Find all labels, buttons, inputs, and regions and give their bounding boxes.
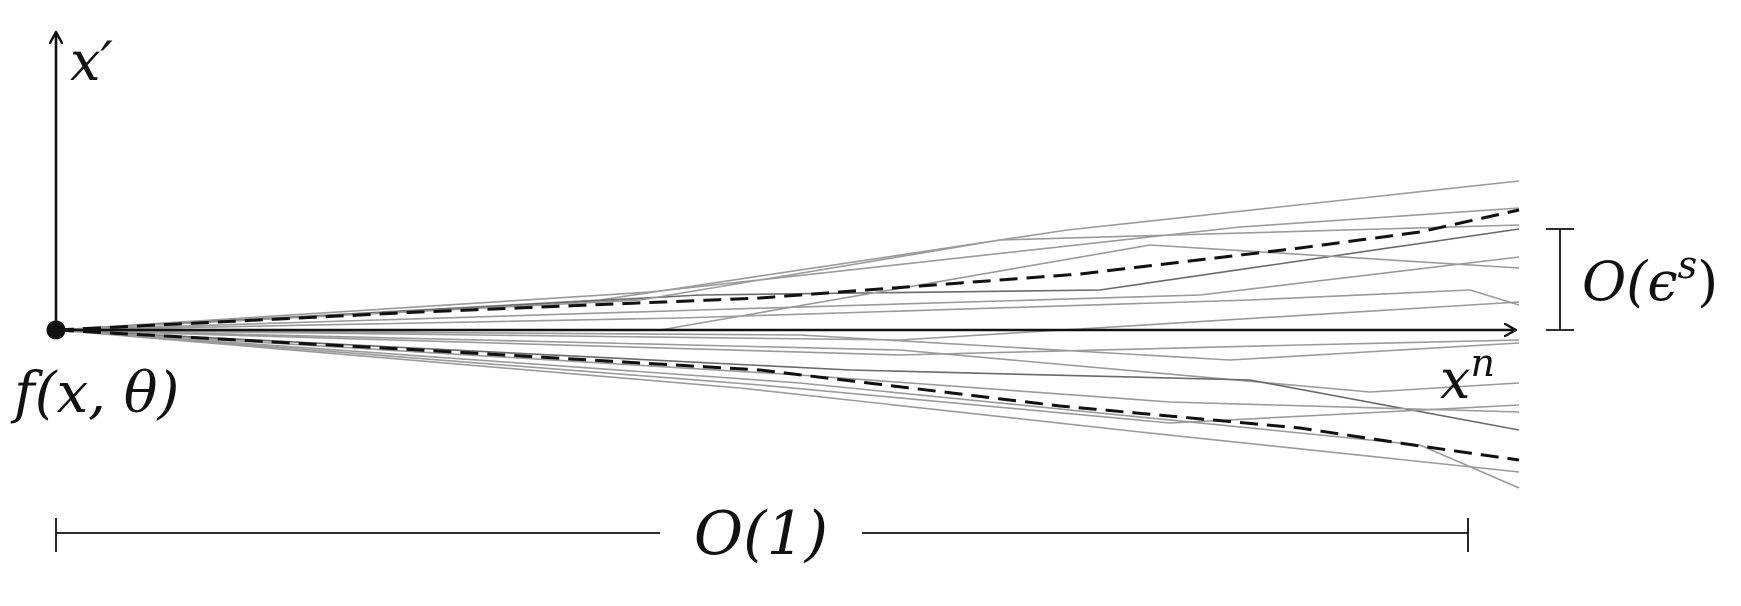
trajectory-line	[55, 207, 1520, 331]
trajectory-line	[55, 329, 1520, 431]
length-label: O(1)	[694, 499, 828, 569]
trajectory-line	[55, 329, 1520, 489]
trajectory-line	[55, 329, 1520, 473]
lower-envelope-dashed	[55, 328, 1520, 462]
trajectory-line	[55, 329, 1520, 413]
trajectory-line	[55, 329, 1520, 393]
origin-point	[46, 320, 66, 340]
trajectory-line	[55, 329, 1520, 361]
x-axis-label-base: x	[1440, 348, 1470, 411]
spread-label-base: O(ϵ	[1582, 250, 1678, 313]
trajectory-line	[55, 301, 1520, 341]
trajectory-line	[55, 224, 1520, 331]
spread-bracket	[1546, 228, 1574, 331]
trajectory-line	[55, 329, 1520, 356]
origin-label: f(x, θ)	[10, 361, 179, 426]
length-bracket	[55, 518, 1469, 552]
spread-label-close: )	[1697, 250, 1718, 313]
spread-label-sup: s	[1678, 243, 1698, 287]
trajectory-line	[55, 256, 1520, 331]
trajectory-line	[55, 329, 1520, 424]
upper-envelope-dashed	[55, 208, 1520, 332]
x-axis-label-sup: n	[1470, 341, 1494, 385]
trajectory-line	[55, 289, 1520, 331]
trajectory-bundle	[55, 180, 1520, 489]
y-axis-label: x′	[70, 30, 113, 93]
spread-label: O(ϵs)	[1582, 243, 1718, 313]
x-axis-label: xn	[1440, 341, 1495, 411]
trajectory-line	[55, 228, 1520, 331]
